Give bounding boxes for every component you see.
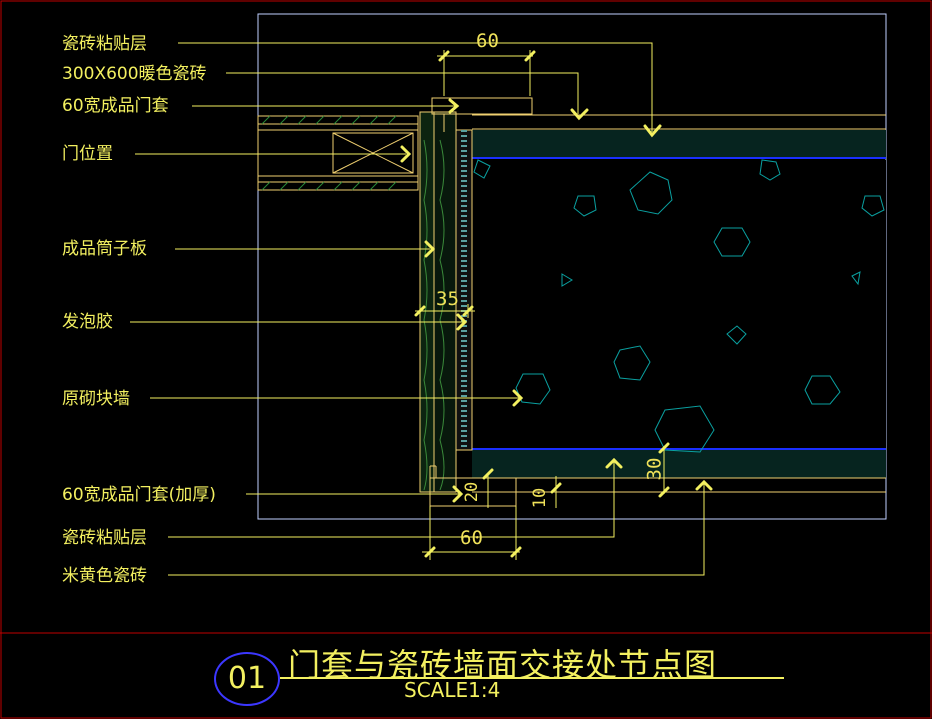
door-leaf-hatch — [261, 115, 397, 191]
leader-lines — [130, 42, 705, 576]
dim-35: 35 — [436, 288, 459, 310]
label-tile-adhesive-top: 瓷砖粘贴层 — [62, 34, 147, 54]
label-beige-tile: 米黄色瓷砖 — [62, 566, 147, 586]
brick-hatch — [473, 159, 885, 453]
drawing-scale: SCALE1:4 — [404, 678, 501, 702]
dim-20: 20 — [462, 481, 483, 503]
label-tube-board: 成品筒子板 — [62, 239, 147, 259]
drawing-number: 01 — [214, 652, 280, 706]
label-door-casing-60: 60宽成品门套 — [62, 96, 169, 116]
label-door-casing-thick: 60宽成品门套(加厚) — [62, 485, 216, 505]
dimension-ticks — [414, 50, 670, 558]
bottom-casing — [429, 449, 517, 507]
arrow-heads — [400, 98, 713, 503]
label-tile-adhesive-bottom: 瓷砖粘贴层 — [62, 528, 147, 548]
label-foam-glue: 发泡胶 — [62, 312, 113, 332]
dim-top-60: 60 — [476, 30, 499, 52]
top-adhesive-band — [472, 130, 886, 158]
label-door-position: 门位置 — [62, 144, 113, 164]
brick-wall-core — [472, 160, 886, 448]
drawing-title: 门套与瓷砖墙面交接处节点图 — [288, 646, 718, 684]
dim-bottom-60: 60 — [460, 527, 483, 549]
dim-30: 30 — [643, 457, 666, 481]
label-warm-tile: 300X600暖色瓷砖 — [62, 64, 207, 84]
door-leaf — [257, 115, 419, 191]
bottom-adhesive-band — [472, 450, 886, 478]
label-brick-wall: 原砌块墙 — [62, 389, 130, 409]
dim-10: 10 — [530, 487, 551, 509]
tube-board — [419, 111, 473, 493]
